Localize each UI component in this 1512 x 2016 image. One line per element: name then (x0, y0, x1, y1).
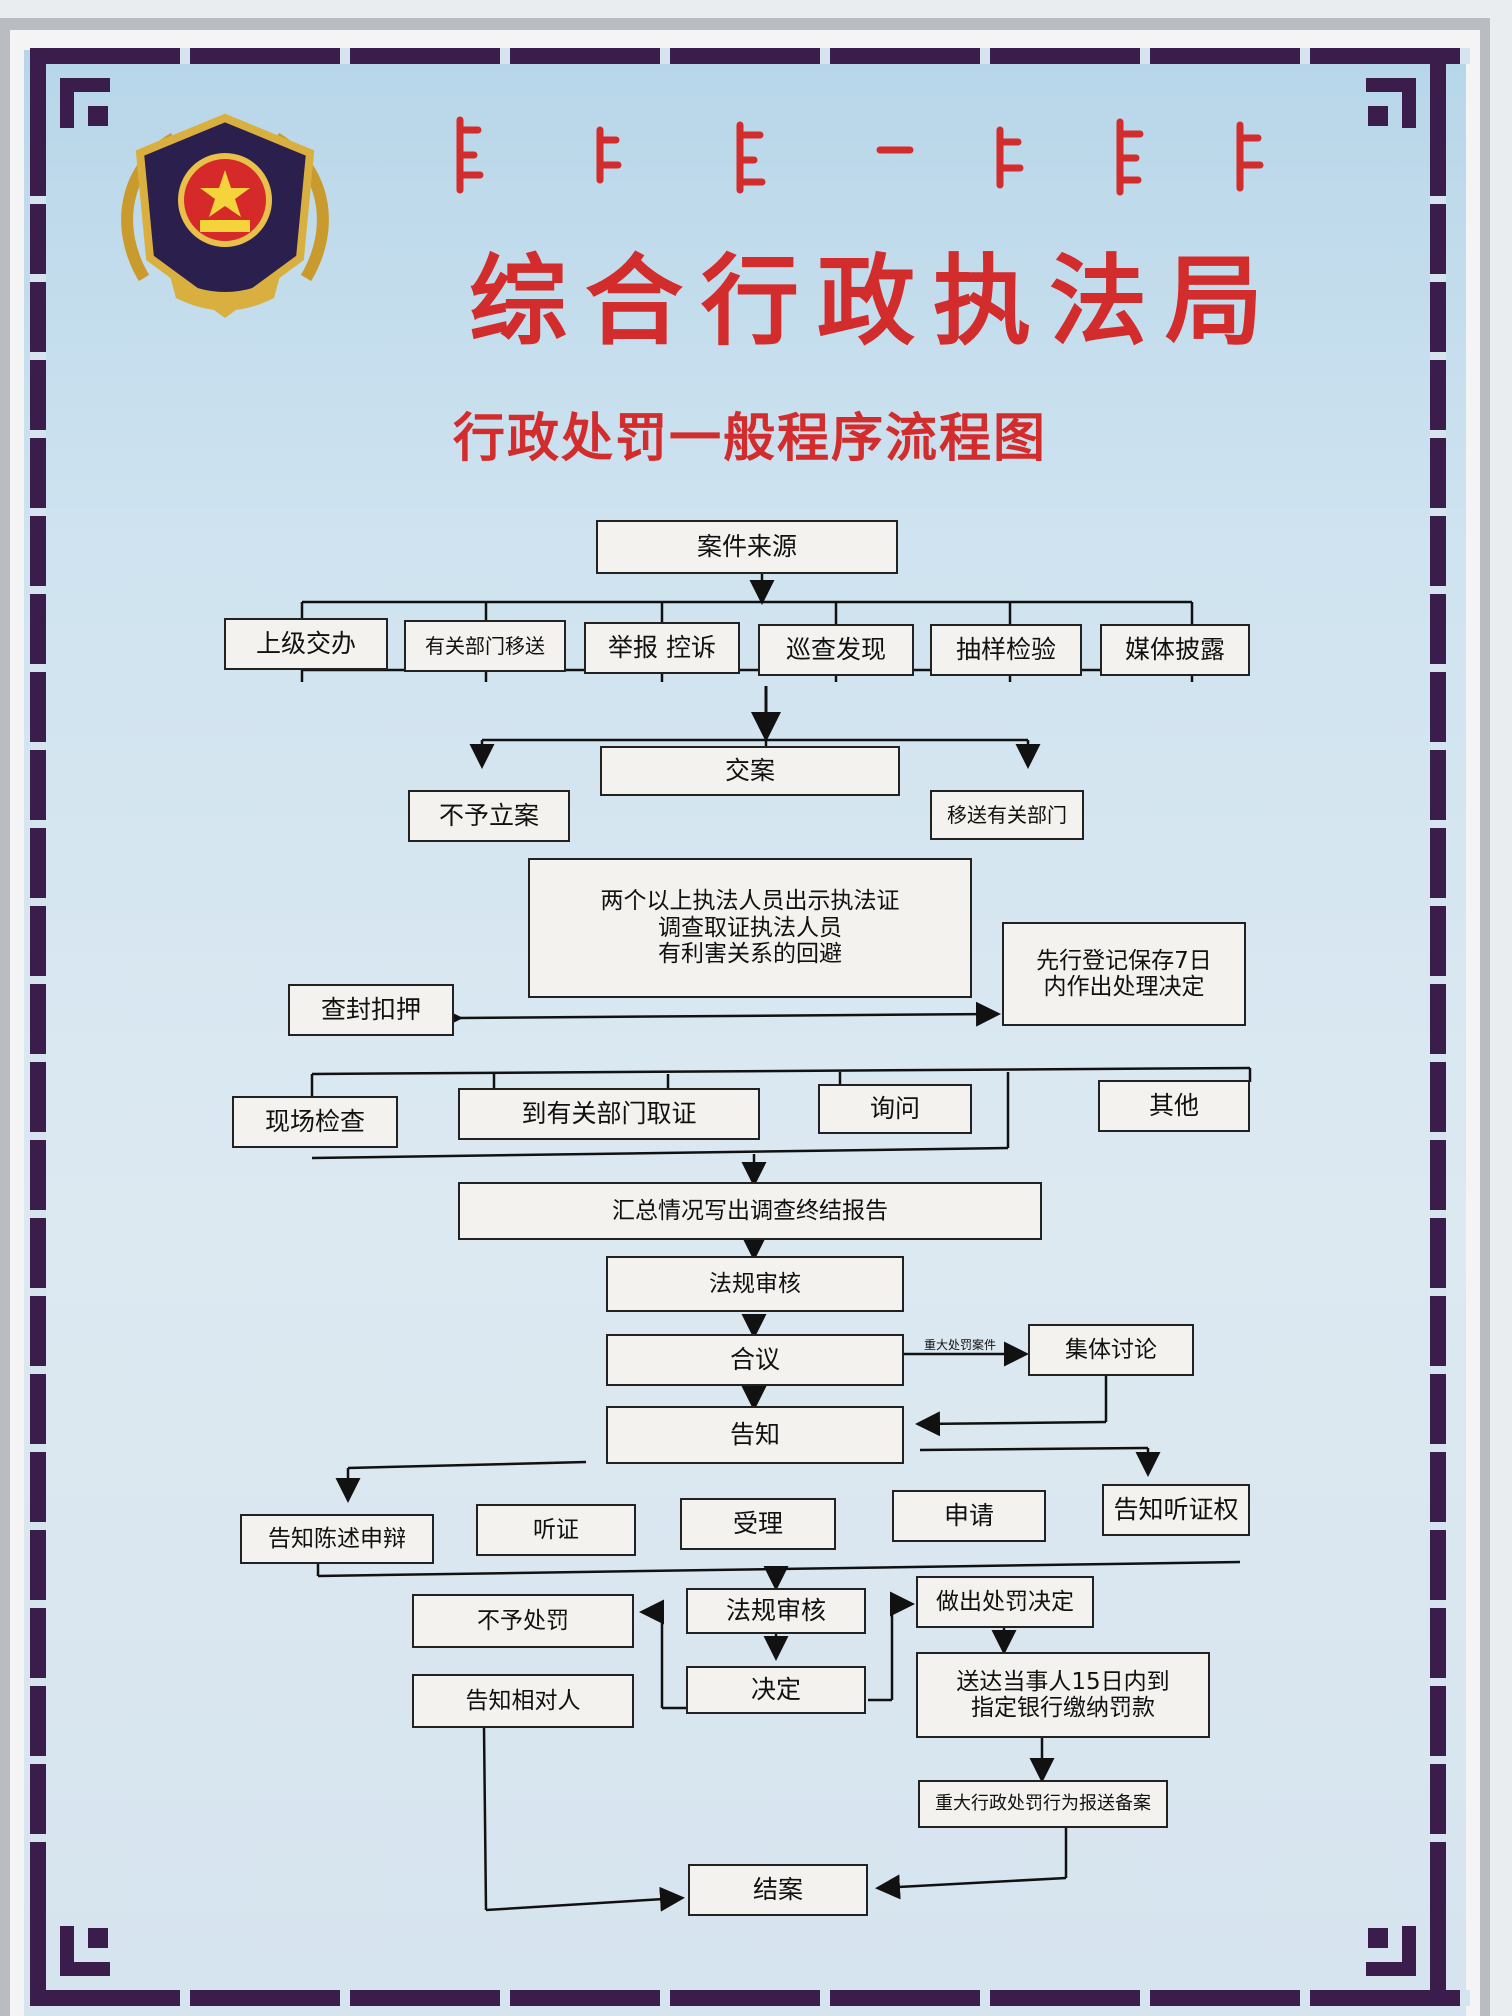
node-notify-defense: 告知陈述申辩 (240, 1514, 434, 1564)
preserve-line-1: 先行登记保存7日 (1036, 947, 1212, 974)
node-case-source: 案件来源 (596, 520, 898, 574)
node-legal-review-2: 法规审核 (686, 1588, 866, 1634)
node-superior-assigned: 上级交办 (224, 618, 388, 670)
node-summary-report: 汇总情况写出调查终结报告 (458, 1182, 1042, 1240)
node-site-inspection: 现场检查 (232, 1096, 398, 1148)
chart-title: 行政处罚一般程序流程图 (452, 408, 1047, 469)
border-right (1430, 48, 1446, 2006)
node-collective-discussion: 集体讨论 (1028, 1324, 1194, 1376)
node-acceptance: 受理 (680, 1498, 836, 1550)
node-investigators: 两个以上执法人员出示执法证 调查取证执法人员 有利害关系的回避 (528, 858, 972, 998)
node-sample-test: 抽样检验 (930, 624, 1082, 676)
border-bottom (30, 1990, 1470, 2006)
node-no-filing: 不予立案 (408, 790, 570, 842)
delivery-line-2: 指定银行缴纳罚款 (971, 1695, 1155, 1721)
node-notify-hearing-right: 告知听证权 (1102, 1484, 1250, 1536)
node-no-penalty: 不予处罚 (412, 1594, 634, 1648)
node-patrol-found: 巡查发现 (758, 624, 914, 676)
law-enforcement-emblem-icon (121, 113, 329, 318)
investigators-line-3: 有利害关系的回避 (658, 941, 842, 968)
node-case-closed: 结案 (688, 1864, 868, 1916)
node-major-filing: 重大行政处罚行为报送备案 (918, 1780, 1168, 1828)
corner-ornament-bottom-right (1316, 1876, 1446, 2006)
delivery-line-1: 送达当事人15日内到 (956, 1668, 1170, 1695)
node-inquiry: 询问 (818, 1084, 972, 1134)
investigators-line-2: 调查取证执法人员 (658, 914, 842, 941)
node-delivery: 送达当事人15日内到 指定银行缴纳罚款 (916, 1652, 1210, 1738)
node-media-exposure: 媒体披露 (1100, 624, 1250, 676)
corner-ornament-top-right (1316, 48, 1446, 178)
mongolian-script-heading (456, 116, 1264, 196)
node-hearing: 听证 (476, 1504, 636, 1556)
node-transfer-dept: 移送有关部门 (930, 790, 1084, 840)
border-left (30, 48, 46, 2006)
agency-title: 综合行政执法局 (468, 244, 1281, 359)
border-top (30, 48, 1470, 64)
corner-ornament-top-left (30, 48, 160, 178)
node-evidence-dept: 到有关部门取证 (458, 1088, 760, 1140)
node-legal-review-1: 法规审核 (606, 1256, 904, 1312)
node-notify: 告知 (606, 1406, 904, 1464)
node-deliberation: 合议 (606, 1334, 904, 1386)
node-application: 申请 (892, 1490, 1046, 1542)
investigators-line-1: 两个以上执法人员出示执法证 (600, 888, 900, 915)
node-seizure: 查封扣押 (288, 984, 454, 1036)
node-notify-party: 告知相对人 (412, 1674, 634, 1728)
corner-ornament-bottom-left (30, 1876, 160, 2006)
node-accept-case: 交案 (600, 746, 900, 796)
node-preserve: 先行登记保存7日 内作出处理决定 (1002, 922, 1246, 1026)
node-dept-transfer: 有关部门移送 (404, 620, 566, 672)
node-report-complaint: 举报 控诉 (584, 622, 740, 674)
node-decision: 决定 (686, 1666, 866, 1714)
node-other: 其他 (1098, 1080, 1250, 1132)
node-penalty-decision: 做出处罚决定 (916, 1576, 1094, 1628)
label-major-case: 重大处罚案件 (924, 1338, 997, 1352)
preserve-line-2: 内作出处理决定 (1043, 974, 1205, 1000)
